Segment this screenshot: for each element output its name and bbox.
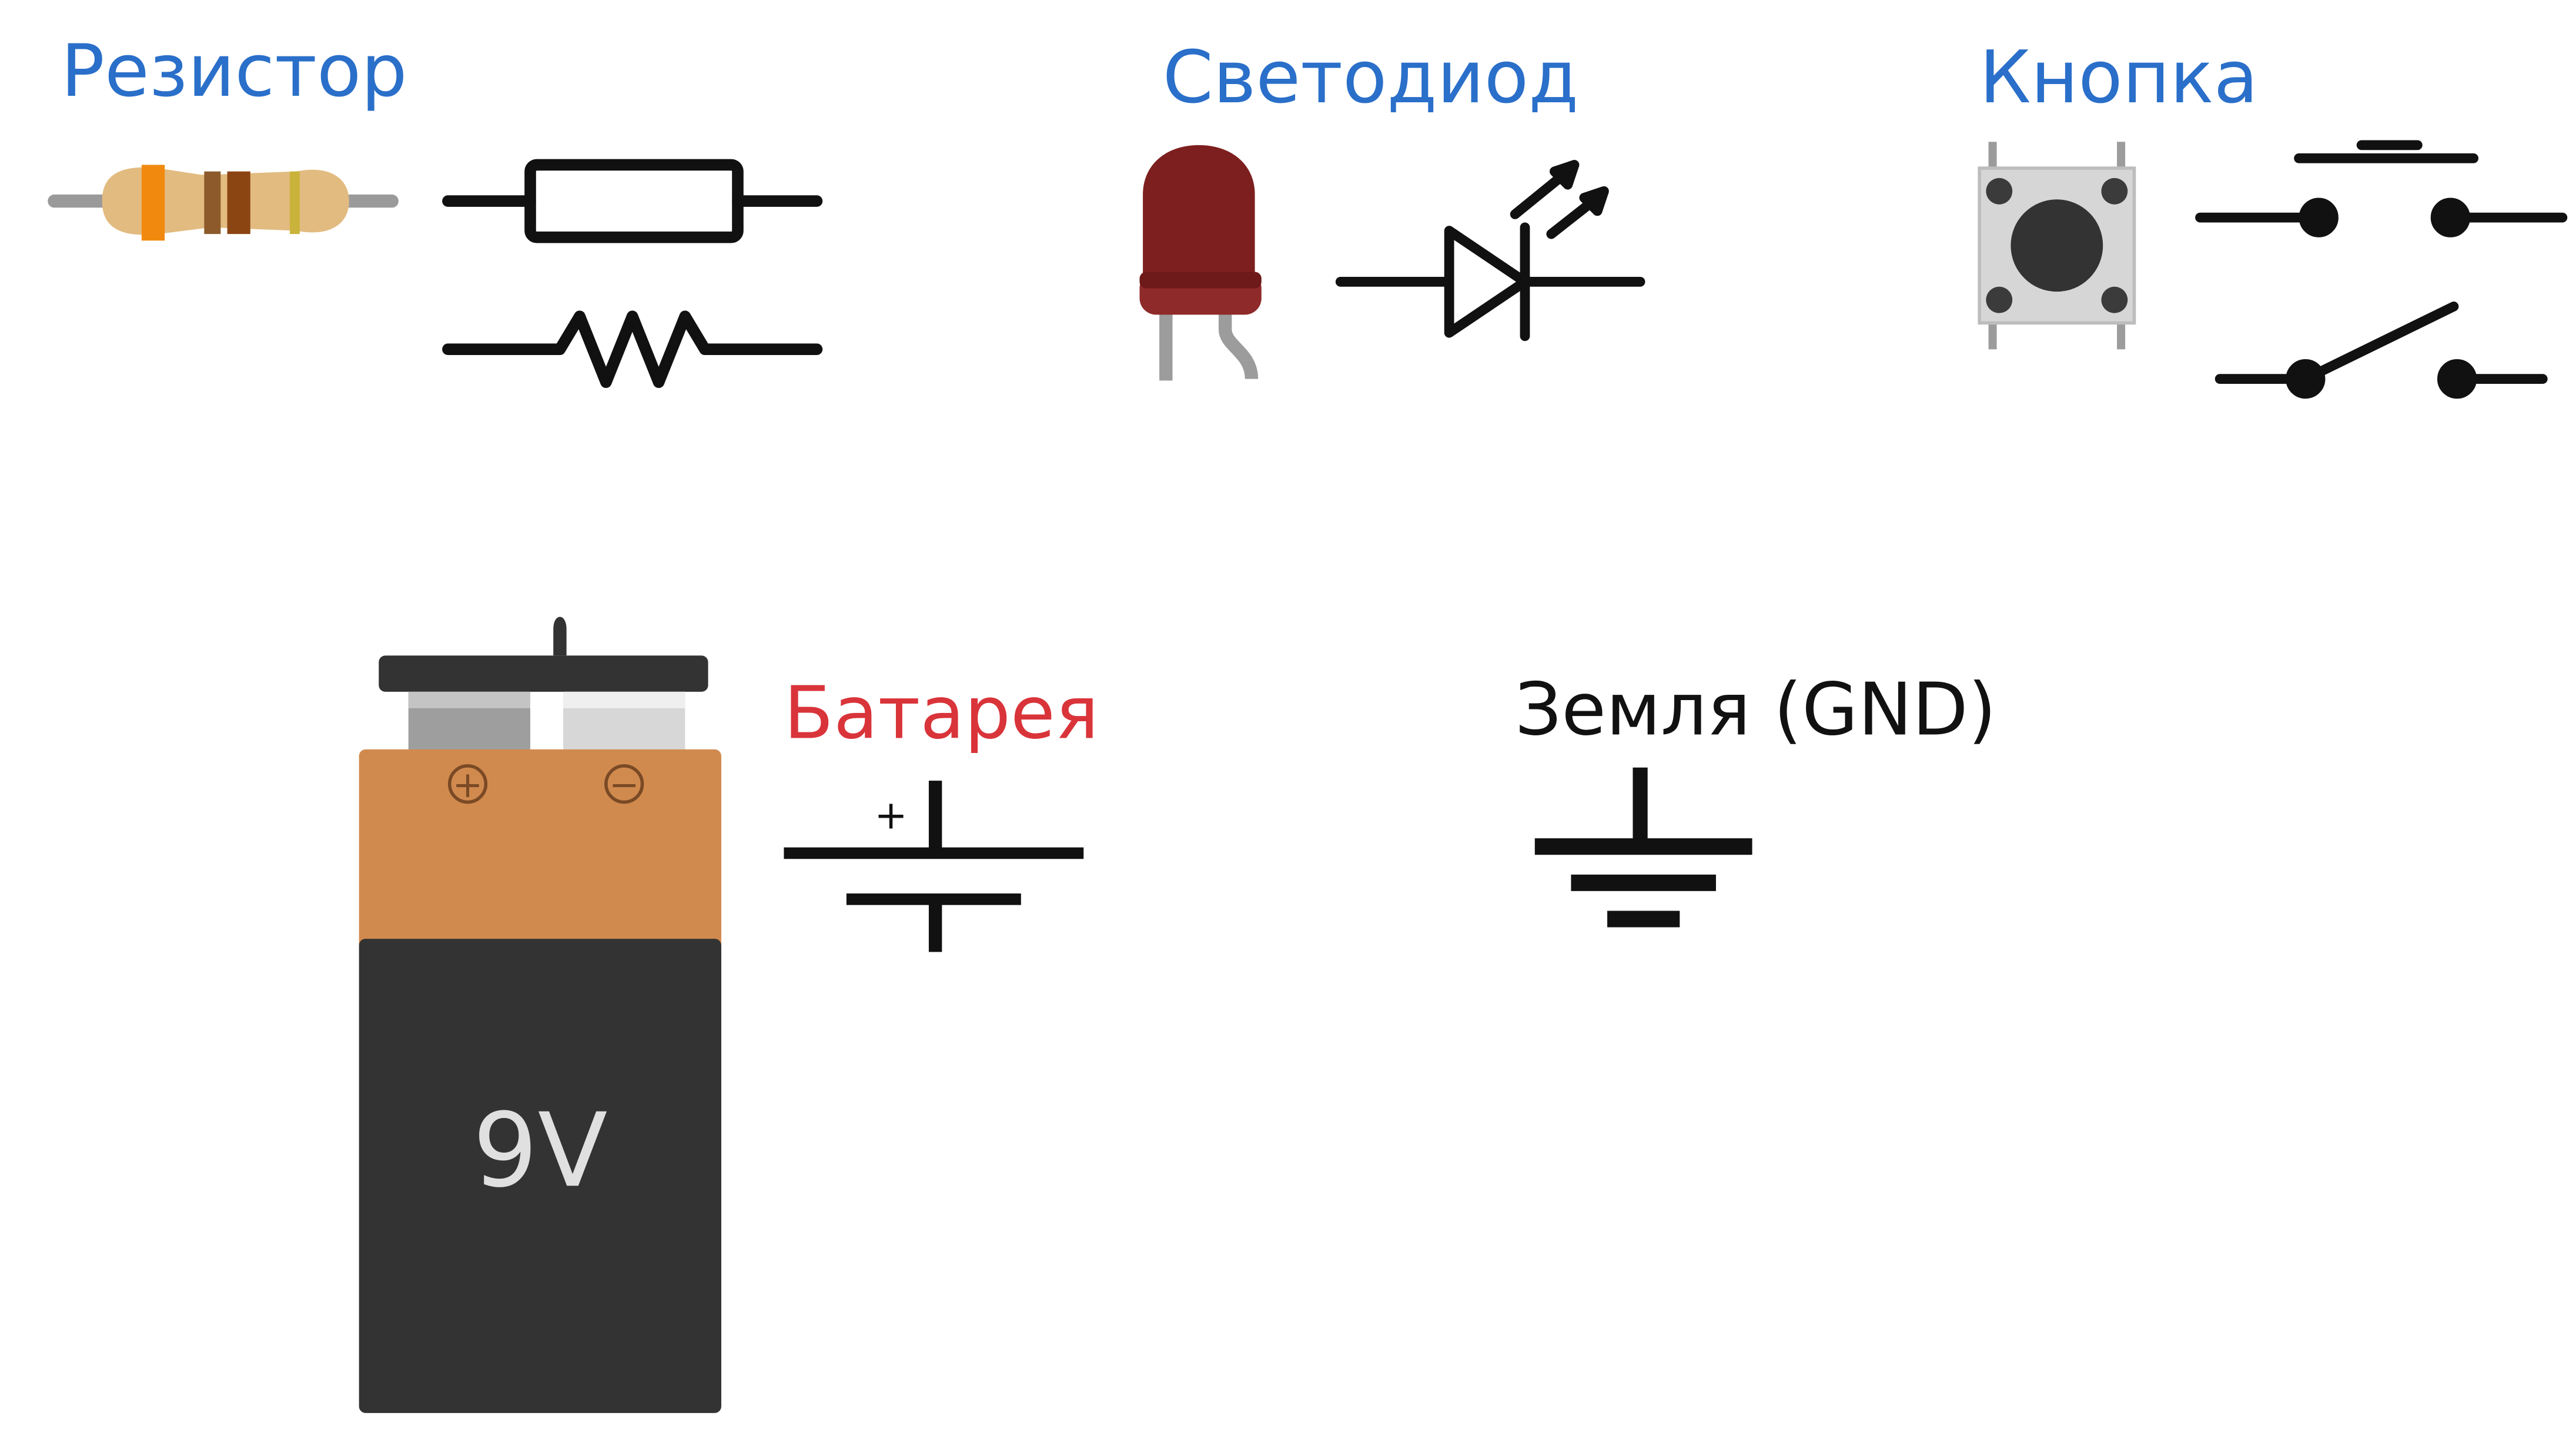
led-label: Светодиод — [1163, 36, 1579, 120]
button-label: Кнопка — [1979, 36, 2258, 120]
button-symbol-switch — [2215, 301, 2548, 399]
button-symbol-pushbutton — [2195, 140, 2568, 237]
button-photo — [1978, 142, 2136, 350]
led-photo — [1139, 145, 1262, 381]
resistor-photo — [48, 165, 399, 241]
battery-label: Батарея — [784, 671, 1099, 755]
led-symbol — [1335, 160, 1645, 342]
battery-plus-sign: + — [453, 764, 483, 806]
battery-symbol — [784, 781, 1084, 952]
battery-symbol-plus: + — [874, 792, 907, 838]
battery-photo: + − 9V — [359, 617, 721, 1413]
battery-group: Батарея + − 9V + — [359, 617, 1099, 1413]
battery-voltage: 9V — [473, 1091, 607, 1210]
resistor-group: Резистор — [48, 29, 823, 389]
ground-group: Земля (GND) — [1515, 668, 1996, 928]
led-group: Светодиод — [1139, 36, 1645, 381]
button-group: Кнопка — [1978, 36, 2568, 399]
resistor-symbol-zigzag — [442, 310, 823, 389]
resistor-symbol-box — [442, 159, 823, 243]
ground-symbol — [1534, 767, 1752, 928]
ground-label: Земля (GND) — [1515, 668, 1996, 752]
resistor-label: Резистор — [61, 29, 407, 113]
battery-minus-sign: − — [609, 764, 640, 806]
